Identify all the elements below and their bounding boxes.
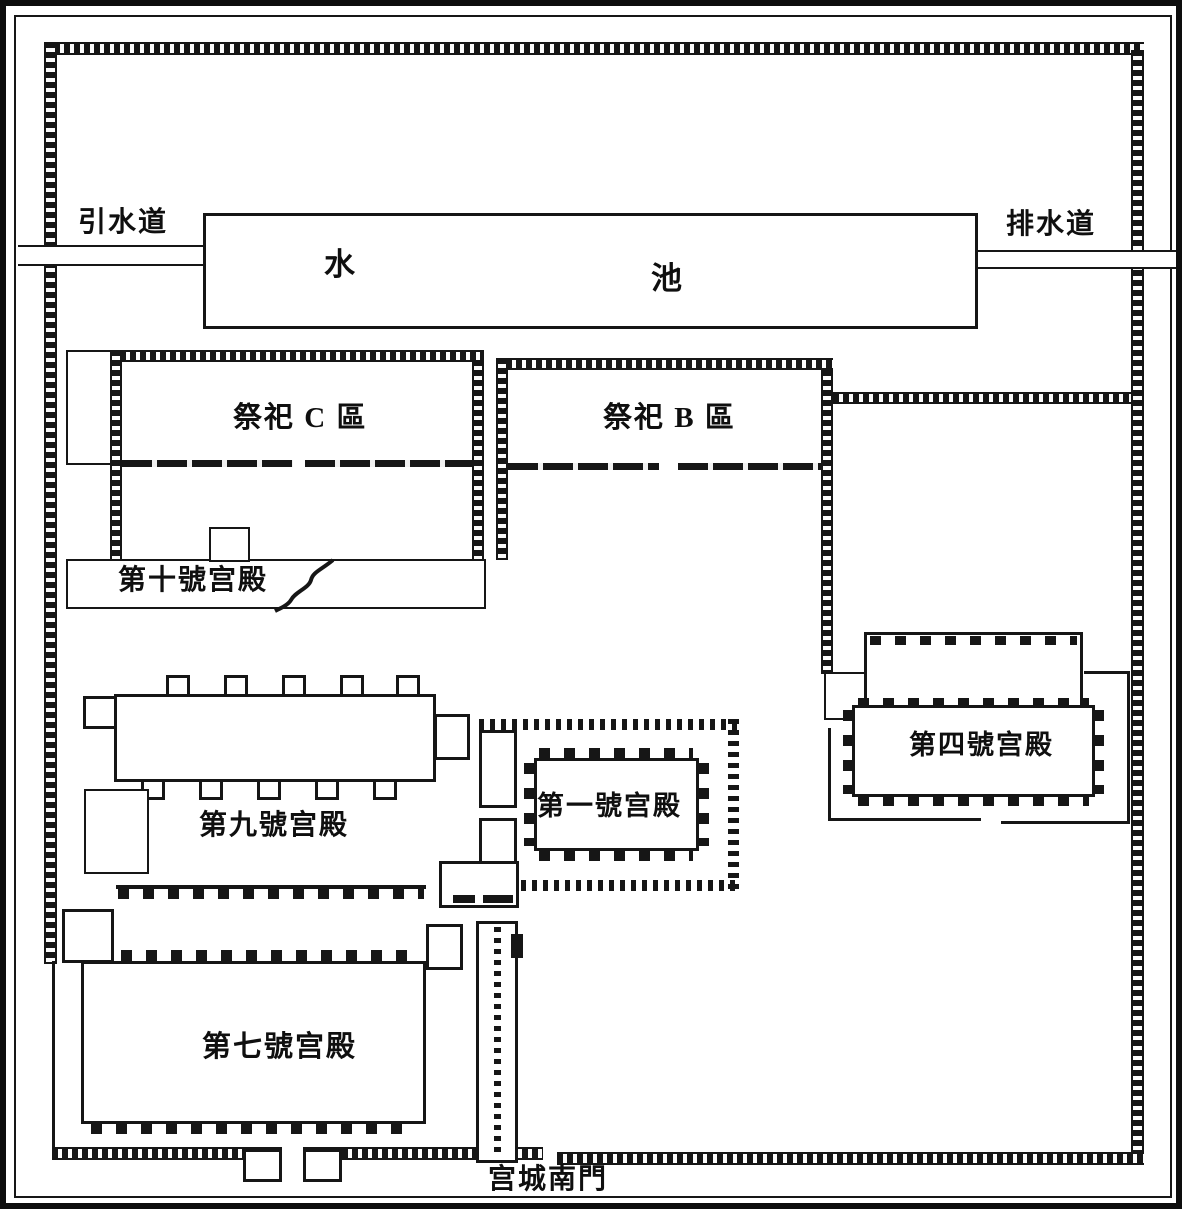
water-drain-channel bbox=[978, 250, 1176, 269]
palace-10-label: 第十號宫殿 bbox=[118, 565, 269, 596]
palace-9-main-hall bbox=[114, 694, 436, 782]
sacrifice-c-label: 祭祀 C 區 bbox=[233, 402, 368, 434]
palace-4-lower-hall bbox=[852, 705, 1095, 797]
palace-4-lower-hall-teeth-left bbox=[843, 710, 852, 794]
south-gate-pier-left bbox=[243, 1149, 282, 1182]
sacrifice-c-divider-right bbox=[305, 460, 472, 467]
sacrifice-c-wall-right bbox=[472, 360, 484, 560]
palace-4-upper-hall-teeth bbox=[870, 636, 1077, 645]
palace-9-label: 第九號宫殿 bbox=[199, 810, 350, 841]
south-corridor-bump bbox=[511, 934, 523, 958]
palace-10-curve bbox=[274, 558, 335, 613]
sacrifice-c-wall-top bbox=[110, 350, 484, 362]
palace-4-lower-hall-teeth-right bbox=[1094, 710, 1104, 794]
sacrifice-c-left-annex bbox=[66, 350, 112, 465]
sacrifice-b-label: 祭祀 B 區 bbox=[603, 402, 736, 434]
outer-frame bbox=[14, 15, 1172, 1198]
palace-4-lower-hall-teeth-bottom bbox=[858, 796, 1089, 806]
corridor-l-room-bar-1 bbox=[453, 895, 475, 903]
palace-10-small-square bbox=[209, 527, 250, 562]
gallery-west-room bbox=[62, 909, 114, 963]
city-wall-west bbox=[44, 42, 57, 964]
palace-1-hall-teeth-top bbox=[539, 748, 693, 758]
pool-label-left: 水 bbox=[324, 247, 357, 282]
palace-10-strip bbox=[66, 559, 486, 609]
water-inlet-channel bbox=[18, 245, 203, 266]
water-inlet-label: 引水道 bbox=[78, 207, 169, 238]
palace-7-enclosure-west-wall bbox=[52, 961, 55, 1151]
gallery-strip-top bbox=[116, 885, 426, 889]
corridor-toothy-square bbox=[426, 924, 463, 970]
palace-4-right-wing-side bbox=[1127, 671, 1130, 824]
south-gate-opening bbox=[282, 1147, 303, 1160]
palace-7-label: 第七號宫殿 bbox=[202, 1031, 358, 1063]
palace-1-hall-teeth-left bbox=[524, 763, 534, 846]
pool bbox=[203, 213, 978, 329]
pool-label-right: 池 bbox=[651, 261, 684, 296]
palace-7-hall bbox=[81, 961, 426, 1124]
palace-7-teeth-bottom bbox=[91, 1124, 416, 1134]
palace-4-lower-hall-teeth-top bbox=[858, 698, 1089, 708]
palace-4-precinct-wall-top bbox=[833, 392, 1131, 404]
palace-9-left-stub bbox=[83, 696, 117, 729]
palace-1-precinct-bottom bbox=[521, 880, 739, 891]
sacrifice-c-wall-left bbox=[110, 350, 122, 562]
palace-4-label: 第四號宫殿 bbox=[909, 730, 1054, 760]
sacrifice-b-divider-left bbox=[508, 463, 659, 470]
gallery-strip-teeth bbox=[118, 889, 424, 899]
palace-1-label: 第一號宫殿 bbox=[537, 791, 682, 821]
city-wall-east bbox=[1131, 50, 1144, 1165]
palace-4-right-wing-bottom bbox=[1001, 821, 1130, 824]
south-gate-label: 宫城南門 bbox=[488, 1164, 609, 1195]
water-drain-label: 排水道 bbox=[1006, 209, 1097, 240]
palace-1-west-gallery-upper bbox=[479, 730, 517, 808]
sacrifice-c-divider-left bbox=[122, 460, 293, 467]
south-gate-pier-right bbox=[303, 1149, 342, 1182]
palace-1-hall-teeth-bottom bbox=[539, 851, 693, 861]
palace-7-teeth-top bbox=[121, 950, 421, 962]
city-wall-north bbox=[44, 42, 1144, 55]
palace-1-precinct-top bbox=[479, 719, 739, 730]
palace-9-annex-square bbox=[84, 789, 149, 874]
palace-1-precinct-right bbox=[728, 719, 739, 891]
south-corridor-dotted-core bbox=[494, 927, 501, 1157]
sacrifice-b-wall-top bbox=[496, 358, 833, 370]
sacrifice-b-wall-right bbox=[821, 370, 833, 674]
palace-1-hall-teeth-right bbox=[699, 763, 709, 846]
palace-4-left-wing-wall bbox=[828, 728, 981, 821]
corridor-l-room-bar-2 bbox=[483, 895, 513, 903]
palace-4-right-wing-top bbox=[1084, 671, 1130, 674]
palace-9-right-extension bbox=[434, 714, 470, 760]
sacrifice-b-divider-right bbox=[678, 463, 821, 470]
city-wall-south-right bbox=[557, 1152, 1144, 1165]
palace-1-hall bbox=[534, 758, 699, 851]
sacrifice-b-wall-left bbox=[496, 358, 508, 560]
